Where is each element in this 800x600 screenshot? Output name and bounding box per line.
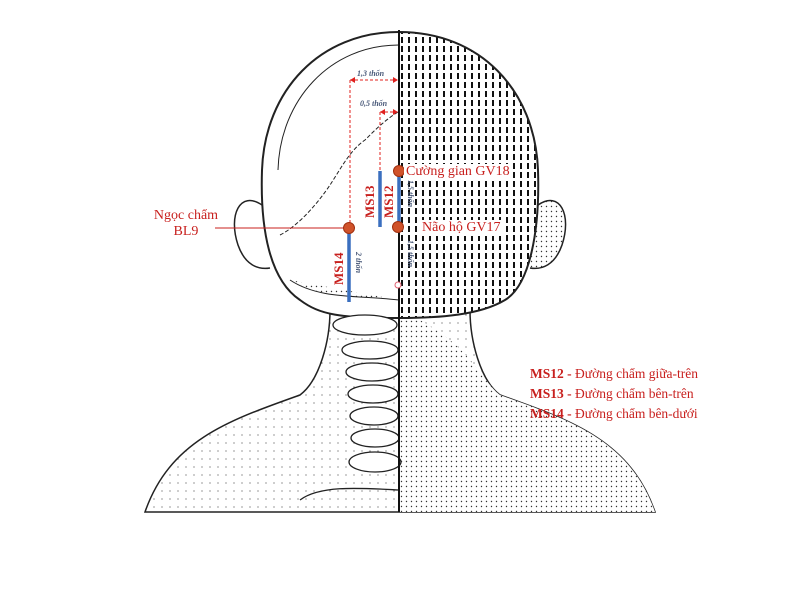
measure-1-5-upper: 1,5 thốn xyxy=(406,180,415,208)
legend-item: MS13 - Đường chẩm bên-trên xyxy=(530,386,694,401)
legend: MS12 - Đường chẩm giữa-trên MS13 - Đường… xyxy=(530,364,698,424)
lower-marker-point xyxy=(394,281,402,289)
bl9-point[interactable] xyxy=(343,222,355,234)
measure-0-5: 0,5 thốn xyxy=(360,99,388,108)
right-ear xyxy=(529,199,567,270)
ms13-label: MS13 xyxy=(362,185,377,218)
gv18-point[interactable] xyxy=(393,165,405,177)
bl9-label: Ngọc chẩm BL9 xyxy=(146,208,226,240)
ms14-label: MS14 xyxy=(331,252,346,285)
measure-1-3: 1,3 thốn xyxy=(357,69,385,78)
gv18-label: Cường gian GV18 xyxy=(404,164,512,180)
legend-item: MS12 - Đường chẩm giữa-trên xyxy=(530,366,698,381)
gv17-label: Não hộ GV17 xyxy=(420,220,503,236)
measure-1-5-lower: 1,5 thốn xyxy=(406,240,415,268)
gv17-point[interactable] xyxy=(392,221,404,233)
legend-item: MS14 - Đường chẩm bên-dưới xyxy=(530,406,698,421)
left-ear xyxy=(233,199,271,270)
ms12-label: MS12 xyxy=(381,186,396,219)
measure-2: 2 thốn xyxy=(354,251,363,274)
bl9-label-line1: Ngọc chẩm xyxy=(153,208,219,223)
cervical-spine xyxy=(299,314,402,501)
bl9-label-line2: BL9 xyxy=(173,224,199,239)
